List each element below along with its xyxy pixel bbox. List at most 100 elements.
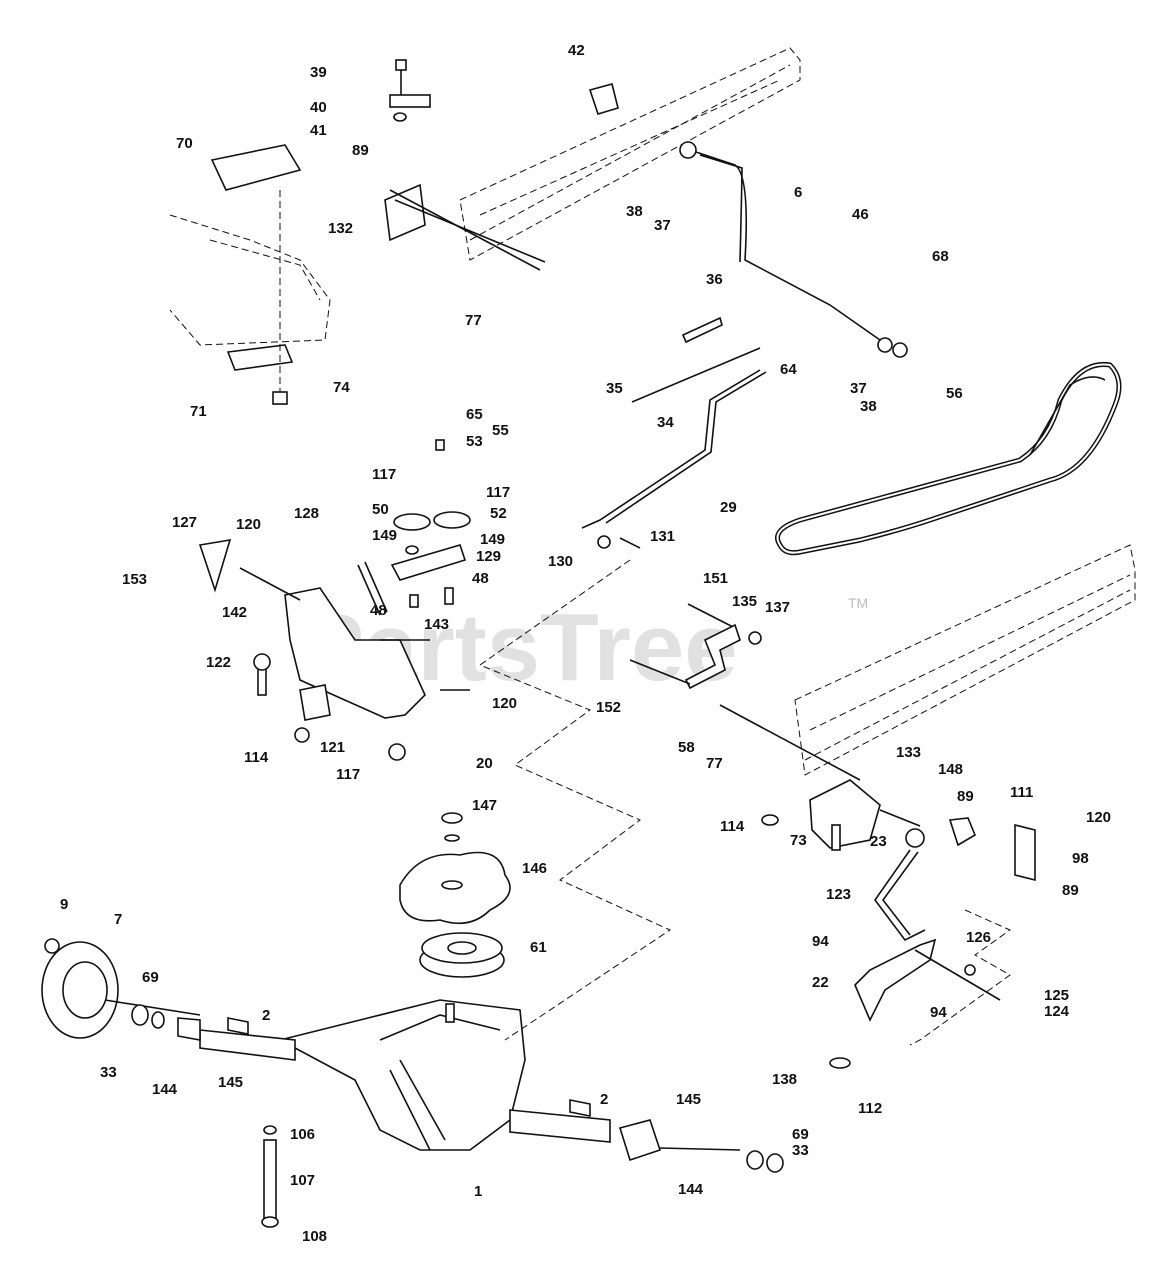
callout-114[interactable]: 114 — [244, 749, 269, 766]
fan-146[interactable] — [399, 812, 511, 925]
callout-135[interactable]: 135 — [732, 593, 757, 610]
callout-35[interactable]: 35 — [606, 380, 623, 397]
callout-120[interactable]: 120 — [492, 695, 517, 712]
callout-145[interactable]: 145 — [218, 1074, 243, 1091]
callout-77[interactable]: 77 — [465, 312, 482, 329]
callout-94[interactable]: 94 — [930, 1004, 947, 1021]
callout-69[interactable]: 69 — [142, 969, 159, 986]
right-axle-hardware[interactable] — [569, 1099, 784, 1173]
callout-144[interactable]: 144 — [152, 1081, 178, 1098]
transaxle-1[interactable] — [199, 999, 611, 1151]
callout-40[interactable]: 40 — [310, 99, 327, 116]
seat-fender-assembly[interactable] — [169, 144, 331, 405]
callout-152[interactable]: 152 — [596, 699, 621, 716]
callout-74[interactable]: 74 — [333, 379, 350, 396]
callout-65[interactable]: 65 — [466, 406, 483, 423]
callout-22[interactable]: 22 — [812, 974, 829, 991]
callout-56[interactable]: 56 — [946, 385, 963, 402]
callout-129[interactable]: 129 — [476, 548, 501, 565]
callout-149[interactable]: 149 — [372, 527, 397, 544]
callout-125[interactable]: 125 — [1044, 987, 1069, 1004]
callout-111[interactable]: 111 — [1010, 784, 1033, 801]
callout-77[interactable]: 77 — [706, 755, 723, 772]
callout-71[interactable]: 71 — [190, 403, 207, 420]
pulley-61[interactable] — [419, 932, 505, 978]
callout-117[interactable]: 117 — [336, 766, 360, 783]
bracket-plate-142[interactable] — [198, 538, 470, 761]
callout-130[interactable]: 130 — [548, 553, 573, 570]
callout-29[interactable]: 29 — [720, 499, 737, 516]
callout-89[interactable]: 89 — [1062, 882, 1079, 899]
callout-68[interactable]: 68 — [932, 248, 949, 265]
callout-133[interactable]: 133 — [896, 744, 921, 761]
callout-64[interactable]: 64 — [780, 361, 797, 378]
wheel-hub-7[interactable] — [41, 938, 249, 1041]
shift-lever-123[interactable] — [829, 817, 1036, 1069]
callout-142[interactable]: 142 — [222, 604, 247, 621]
callout-53[interactable]: 53 — [466, 433, 483, 450]
callout-6[interactable]: 6 — [794, 184, 802, 201]
callout-122[interactable]: 122 — [206, 654, 231, 671]
callout-1[interactable]: 1 — [474, 1183, 482, 1200]
callout-143[interactable]: 143 — [424, 616, 449, 633]
lift-rod-assembly[interactable] — [581, 141, 908, 549]
callout-42[interactable]: 42 — [568, 42, 585, 59]
callout-106[interactable]: 106 — [290, 1126, 315, 1143]
callout-124[interactable]: 124 — [1044, 1003, 1070, 1020]
callout-117[interactable]: 117 — [372, 466, 396, 483]
callout-128[interactable]: 128 — [294, 505, 319, 522]
callout-33[interactable]: 33 — [792, 1142, 809, 1159]
callout-37[interactable]: 37 — [850, 380, 867, 397]
callout-147[interactable]: 147 — [472, 797, 497, 814]
callout-148[interactable]: 148 — [938, 761, 963, 778]
callout-127[interactable]: 127 — [172, 514, 197, 531]
callout-120[interactable]: 120 — [1086, 809, 1111, 826]
callout-33[interactable]: 33 — [100, 1064, 117, 1081]
upper-frame-rail[interactable] — [459, 47, 801, 261]
callout-145[interactable]: 145 — [676, 1091, 701, 1108]
callout-70[interactable]: 70 — [176, 135, 193, 152]
callout-146[interactable]: 146 — [522, 860, 547, 877]
callout-61[interactable]: 61 — [530, 939, 547, 956]
callout-20[interactable]: 20 — [476, 755, 493, 772]
callout-121[interactable]: 121 — [320, 739, 345, 756]
callout-108[interactable]: 108 — [302, 1228, 327, 1245]
callout-46[interactable]: 46 — [852, 206, 869, 223]
callout-126[interactable]: 126 — [966, 929, 991, 946]
callout-73[interactable]: 73 — [790, 832, 807, 849]
callout-58[interactable]: 58 — [678, 739, 695, 756]
callout-137[interactable]: 137 — [765, 599, 790, 616]
callout-38[interactable]: 38 — [626, 203, 643, 220]
callout-120[interactable]: 120 — [236, 516, 261, 533]
lever-link-135[interactable] — [629, 603, 762, 690]
callout-2[interactable]: 2 — [262, 1007, 270, 1024]
callout-39[interactable]: 39 — [310, 64, 327, 81]
callout-117[interactable]: 117 — [486, 484, 510, 501]
callout-112[interactable]: 112 — [858, 1100, 882, 1117]
callout-138[interactable]: 138 — [772, 1071, 797, 1088]
idler-pulleys[interactable] — [357, 439, 471, 616]
callout-2[interactable]: 2 — [600, 1091, 608, 1108]
callout-55[interactable]: 55 — [492, 422, 509, 439]
bracket-132[interactable] — [384, 183, 546, 271]
callout-9[interactable]: 9 — [60, 896, 68, 913]
bolt-stack-39-41[interactable] — [389, 59, 431, 122]
callout-114[interactable]: 114 — [720, 818, 745, 835]
callout-38[interactable]: 38 — [860, 398, 877, 415]
callout-89[interactable]: 89 — [957, 788, 974, 805]
callout-7[interactable]: 7 — [114, 911, 122, 928]
bracket-133[interactable] — [719, 704, 921, 851]
callout-98[interactable]: 98 — [1072, 850, 1089, 867]
callout-50[interactable]: 50 — [372, 501, 389, 518]
callout-144[interactable]: 144 — [678, 1181, 704, 1198]
callout-52[interactable]: 52 — [490, 505, 507, 522]
callout-37[interactable]: 37 — [654, 217, 671, 234]
callout-89[interactable]: 89 — [352, 142, 369, 159]
lower-frame-rail[interactable] — [794, 544, 1136, 776]
rod-107[interactable] — [261, 1125, 279, 1228]
callout-48[interactable]: 48 — [370, 602, 387, 619]
callout-151[interactable]: 151 — [703, 570, 728, 587]
callout-107[interactable]: 107 — [290, 1172, 315, 1189]
callout-41[interactable]: 41 — [310, 122, 327, 139]
callout-69[interactable]: 69 — [792, 1126, 809, 1143]
